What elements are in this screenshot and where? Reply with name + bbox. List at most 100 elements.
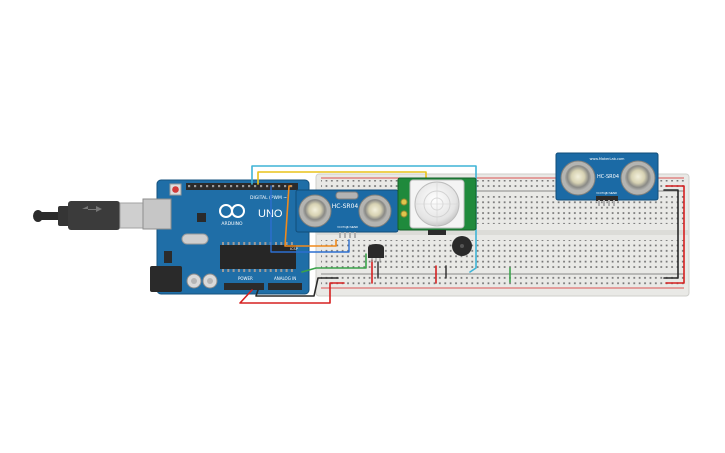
analog-header: [268, 283, 302, 290]
sensor-pin: [354, 232, 356, 238]
wire-black-gnd[interactable]: [255, 277, 339, 297]
chip-pin: [222, 269, 224, 272]
wire-cyan[interactable]: [251, 165, 477, 273]
chip-pin: [243, 269, 246, 272]
analog-header-label: ANALOG IN: [274, 276, 296, 281]
chip-pin: [290, 269, 293, 272]
transducer-right-icon: [363, 199, 387, 223]
sensor-pin: [598, 200, 600, 206]
header-pin: [242, 185, 245, 188]
sensor-pin-label: Trig: [601, 191, 607, 195]
atmega-chip: [220, 245, 296, 269]
usb-port[interactable]: [142, 198, 172, 230]
arduino-uno-board: DIGITAL (PWM ~) ARDUINO UNO POWER ANALOG…: [142, 179, 310, 295]
chip-pin: [264, 269, 267, 272]
pir-potentiometer-1[interactable]: [400, 198, 408, 206]
icsp-label: ICSP: [290, 247, 298, 251]
chip-pin: [285, 269, 288, 272]
sensor-right-header: [596, 196, 618, 201]
pir-sensor[interactable]: [397, 177, 477, 235]
usb-chip: [197, 213, 206, 222]
chip-pin: [264, 242, 267, 245]
header-pin: [212, 185, 215, 188]
header-pin: [218, 185, 221, 188]
sensor-pin-label: Echo: [347, 225, 354, 229]
chip-pin: [222, 242, 224, 245]
chip-pin: [248, 269, 251, 272]
power-header: [224, 283, 264, 290]
sensor-pin: [603, 200, 605, 206]
header-pin: [188, 185, 191, 188]
wire-red-rail-bridge[interactable]: [665, 185, 685, 284]
sensor-pin-label: VCC: [337, 225, 343, 229]
piezo-buzzer[interactable]: [452, 236, 472, 256]
arduino-logo: ARDUINO: [219, 204, 245, 227]
header-pin: [200, 185, 203, 188]
sensor-pin-label: Echo: [606, 191, 613, 195]
reset-button-cap[interactable]: [172, 186, 179, 193]
header-pin: [278, 185, 281, 188]
wire-orange[interactable]: [284, 185, 337, 247]
header-pin: [284, 185, 287, 188]
chip-pin: [253, 269, 256, 272]
wire-green[interactable]: [301, 253, 367, 273]
chip-pin: [237, 269, 240, 272]
sensor-right-model: HC-SR04: [597, 174, 619, 180]
sensor-pin: [344, 232, 346, 238]
transducer-left-icon: [303, 199, 327, 223]
wire-black-rail-bridge[interactable]: [663, 189, 679, 279]
sensor-pin: [349, 232, 351, 238]
header-pin: [272, 185, 275, 188]
chip-pin: [259, 269, 262, 272]
pir-potentiometer-2[interactable]: [400, 210, 408, 218]
header-pin: [260, 185, 263, 188]
sensor-pin: [613, 200, 615, 206]
header-pin: [254, 185, 257, 188]
wire-red-5v[interactable]: [239, 282, 345, 304]
crystal-oscillator: [335, 191, 359, 200]
wire-blue[interactable]: [270, 185, 350, 253]
chip-pin: [275, 269, 277, 272]
chip-pin: [232, 242, 235, 245]
chip-pin: [259, 242, 262, 245]
header-pin: [248, 185, 251, 188]
sensor-pin-label: GND: [611, 191, 617, 195]
chip-pin: [290, 242, 293, 245]
power-jack[interactable]: [150, 266, 182, 292]
chip-pin: [280, 242, 283, 245]
header-pin: [230, 185, 233, 188]
temperature-sensor[interactable]: [368, 244, 384, 262]
header-pin: [224, 185, 227, 188]
sensor-left-model: HC-SR04: [332, 203, 359, 210]
transducer-right-icon: [625, 165, 651, 191]
sensor-pin-label: Trig: [342, 225, 348, 229]
chip-pin: [248, 242, 251, 245]
transducer-left-icon: [565, 165, 591, 191]
header-pin: [206, 185, 209, 188]
chip-pin: [275, 242, 277, 245]
crystal: [181, 233, 209, 245]
voltage-regulator: [164, 251, 172, 263]
header-pin: [236, 185, 239, 188]
chip-pin: [227, 242, 230, 245]
sensor-pin-label: VCC: [596, 191, 602, 195]
sensor-pin: [339, 232, 341, 238]
chip-pin: [253, 242, 256, 245]
chip-pin: [285, 242, 288, 245]
bottom-power-rail: [321, 276, 684, 285]
chip-pin: [227, 269, 230, 272]
top-power-rail: [321, 180, 684, 189]
chip-pin: [232, 269, 235, 272]
arduino-brand: ARDUINO: [221, 221, 243, 227]
pir-header: [428, 230, 446, 235]
chip-pin: [243, 242, 246, 245]
chip-pin: [237, 242, 240, 245]
center-channel: [316, 230, 689, 235]
chip-pin: [269, 269, 272, 272]
sensor-right-brand: www.MakerLab.com: [590, 157, 626, 161]
digital-header-label: DIGITAL (PWM ~): [250, 195, 289, 201]
header-pin: [194, 185, 197, 188]
